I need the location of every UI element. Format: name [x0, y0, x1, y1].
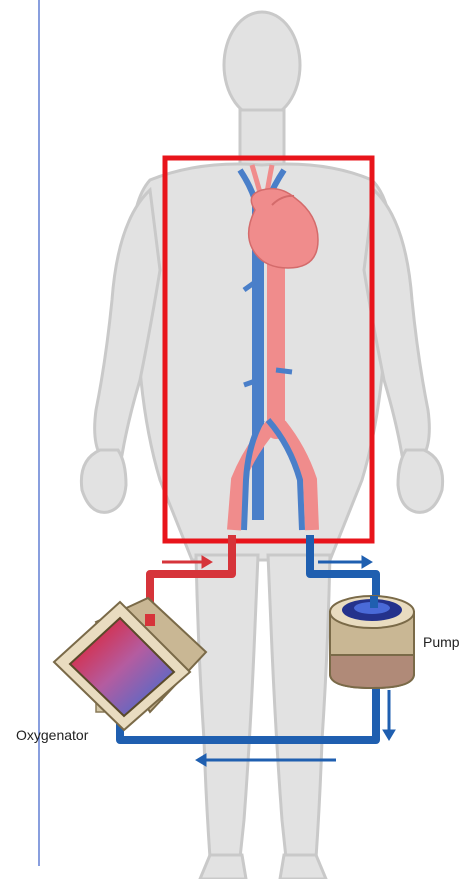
right-leg [268, 555, 330, 858]
arrow-down-icon [383, 690, 395, 740]
left-foot [200, 855, 246, 879]
neck [240, 110, 284, 170]
right-hand [398, 450, 443, 512]
left-hand [81, 450, 126, 512]
pump-label: Pump [423, 634, 460, 650]
oxygenator-label: Oxygenator [16, 727, 88, 743]
right-foot [280, 855, 326, 879]
left-leg [196, 555, 258, 858]
pump-icon [330, 596, 414, 688]
arrow-right-icon [162, 556, 212, 568]
head [224, 12, 300, 118]
oxygenator-icon [54, 598, 206, 730]
